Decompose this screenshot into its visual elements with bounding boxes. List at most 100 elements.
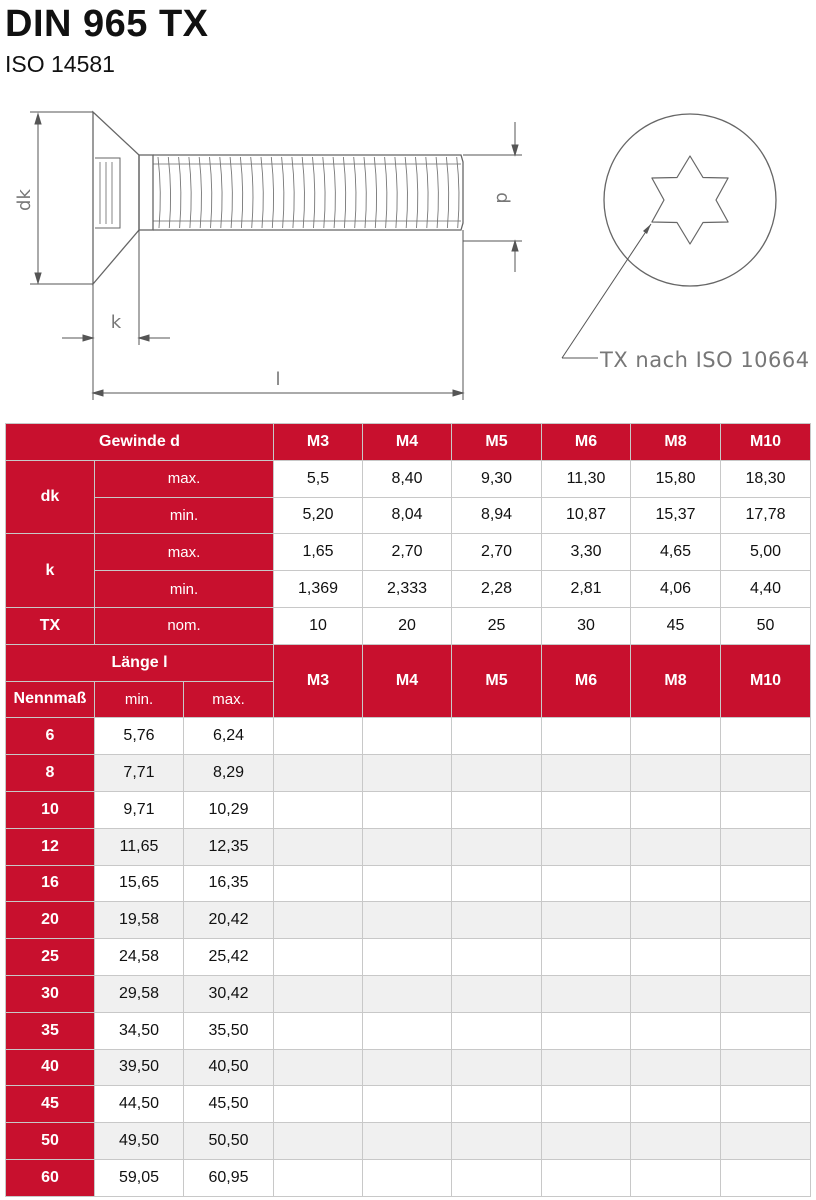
availability-cell: [362, 1048, 453, 1087]
length-min: 11,65: [94, 827, 184, 866]
table-cell: 18,30: [720, 459, 812, 498]
table-cell: 5,5: [273, 459, 364, 498]
length-max: 60,95: [182, 1158, 275, 1197]
availability-cell: [630, 827, 722, 866]
availability-cell: [541, 717, 632, 756]
availability-cell: [541, 1048, 632, 1087]
availability-cell: [720, 1158, 812, 1197]
l-dimension-label: l: [275, 369, 280, 390]
availability-cell: [630, 1085, 722, 1124]
availability-cell: [630, 790, 722, 829]
availability-cell: [720, 754, 812, 792]
table-cell: 45: [630, 606, 722, 645]
length-max: 25,42: [182, 938, 275, 976]
nominal-length: 30: [5, 974, 95, 1013]
nominal-length: 50: [5, 1122, 95, 1160]
table-cell: 50: [720, 606, 812, 645]
dk-dimension-label: dk: [14, 189, 35, 211]
length-max: 6,24: [182, 717, 275, 756]
availability-cell: [720, 790, 812, 829]
property-qualifier: nom.: [93, 606, 275, 645]
availability-cell: [630, 938, 722, 976]
thread-size-header: M6: [541, 423, 632, 461]
availability-cell: [720, 1122, 812, 1160]
thread-size-header: M8: [630, 423, 722, 461]
availability-cell: [451, 864, 543, 903]
availability-cell: [630, 717, 722, 756]
availability-cell: [362, 1085, 453, 1124]
availability-cell: [541, 938, 632, 976]
length-min: 49,50: [94, 1122, 184, 1160]
availability-cell: [273, 974, 364, 1013]
thread-size-header: M5: [451, 423, 543, 461]
availability-cell: [362, 864, 453, 903]
length-max: 30,42: [182, 974, 275, 1013]
property-qualifier: max.: [93, 459, 275, 498]
length-min: 59,05: [94, 1158, 184, 1197]
thread-size-header: M6: [541, 643, 632, 719]
availability-cell: [362, 754, 453, 792]
length-min: 7,71: [94, 754, 184, 792]
availability-cell: [720, 1011, 812, 1050]
availability-cell: [451, 1158, 543, 1197]
table-cell: 10,87: [541, 496, 632, 535]
availability-cell: [362, 827, 453, 866]
nominal-length: 12: [5, 827, 95, 866]
length-min: 44,50: [94, 1085, 184, 1124]
property-qualifier: max.: [93, 533, 275, 572]
nominal-length: 8: [5, 754, 95, 792]
availability-cell: [362, 901, 453, 940]
table-cell: 15,37: [630, 496, 722, 535]
thread-size-header: M4: [362, 643, 453, 719]
availability-cell: [541, 790, 632, 829]
availability-cell: [273, 901, 364, 940]
table-cell: 2,28: [451, 570, 543, 608]
availability-cell: [273, 717, 364, 756]
availability-cell: [541, 1158, 632, 1197]
availability-cell: [630, 1158, 722, 1197]
availability-cell: [541, 827, 632, 866]
length-min: 5,76: [94, 717, 184, 756]
availability-cell: [720, 901, 812, 940]
table-cell: 30: [541, 606, 632, 645]
nominal-length: 60: [5, 1158, 95, 1197]
length-max: 50,50: [182, 1122, 275, 1160]
availability-cell: [451, 901, 543, 940]
min-header: min.: [94, 680, 184, 719]
availability-cell: [541, 1122, 632, 1160]
nominal-length: 10: [5, 790, 95, 829]
length-min: 29,58: [94, 974, 184, 1013]
table-cell: 1,65: [273, 533, 364, 572]
table-cell: 5,00: [720, 533, 812, 572]
length-min: 39,50: [94, 1048, 184, 1087]
thread-size-header: M3: [273, 643, 364, 719]
availability-cell: [720, 1048, 812, 1087]
table-cell: 15,80: [630, 459, 722, 498]
tx-note-label: TX nach ISO 10664: [599, 348, 810, 372]
availability-cell: [720, 974, 812, 1013]
availability-cell: [273, 864, 364, 903]
nominal-length: 25: [5, 938, 95, 976]
table-cell: 8,94: [451, 496, 543, 535]
table-cell: 2,81: [541, 570, 632, 608]
availability-cell: [273, 1158, 364, 1197]
availability-cell: [720, 717, 812, 756]
thread-header: Gewinde d: [4, 423, 275, 461]
availability-cell: [451, 974, 543, 1013]
availability-cell: [630, 974, 722, 1013]
availability-cell: [630, 901, 722, 940]
table-cell: 2,333: [362, 570, 453, 608]
property-name: dk: [5, 459, 95, 535]
thread-size-header: M4: [362, 423, 453, 461]
